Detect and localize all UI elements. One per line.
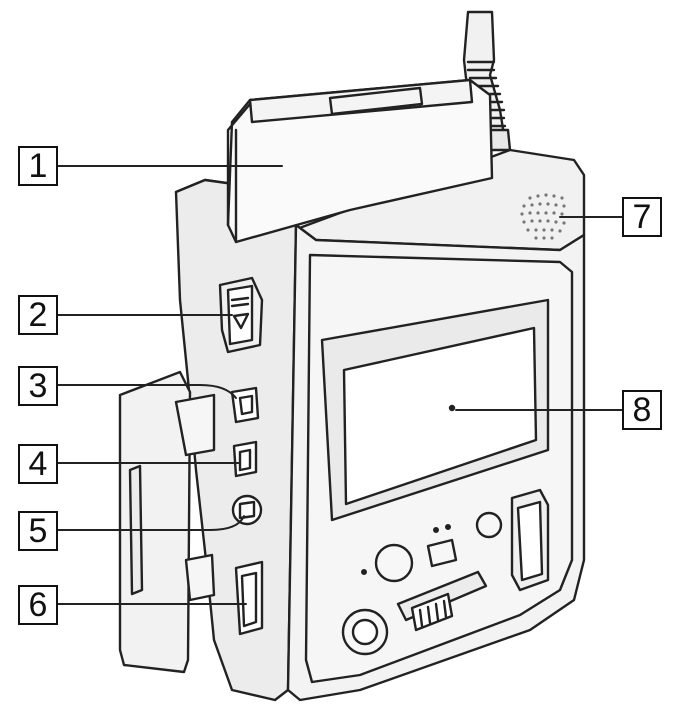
connector-4 [234, 442, 256, 476]
side-rocker-control [512, 490, 548, 590]
callout-1: 1 [18, 146, 58, 186]
callout-7: 7 [622, 197, 662, 237]
callout-2: 2 [18, 295, 58, 335]
callout-4: 4 [18, 444, 58, 484]
callout-6: 6 [18, 585, 58, 625]
callout-5: 5 [18, 511, 58, 551]
callout-8: 8 [622, 390, 662, 430]
connector-5 [233, 496, 261, 524]
callout-3: 3 [18, 366, 58, 406]
connector-6 [236, 562, 262, 634]
connector-3 [232, 388, 258, 422]
